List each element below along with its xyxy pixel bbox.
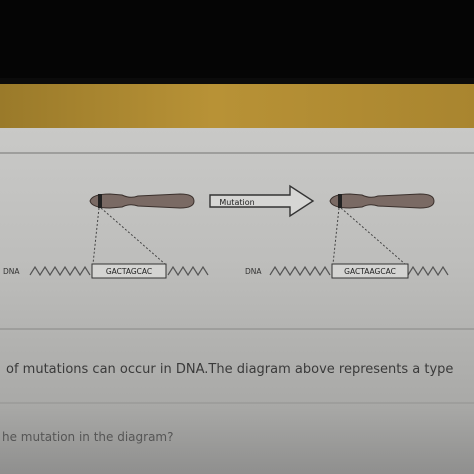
sequence-box-after xyxy=(331,263,409,279)
mutation-arrow xyxy=(209,184,315,218)
dna-helix-right xyxy=(269,265,449,277)
sequence-after: GACTAAGCAC xyxy=(344,267,396,276)
header-bar xyxy=(0,84,474,128)
divider-top xyxy=(0,152,474,154)
dna-helix-left xyxy=(29,265,209,277)
question-prompt: he mutation in the diagram? xyxy=(2,430,174,444)
divider-bottom xyxy=(0,402,474,404)
chromosome-before xyxy=(89,193,195,209)
sequence-box-before xyxy=(91,263,167,279)
dna-label-right: DNA xyxy=(245,267,262,276)
dna-label-left: DNA xyxy=(3,267,20,276)
content-panel xyxy=(0,128,474,474)
mutation-label: Mutation xyxy=(219,198,254,207)
divider-middle xyxy=(0,328,474,330)
zoom-lines xyxy=(92,207,406,265)
sequence-before: GACTAGCAC xyxy=(106,267,152,276)
chromosome-after xyxy=(329,193,435,209)
dark-background xyxy=(0,0,474,78)
question-text: of mutations can occur in DNA.The diagra… xyxy=(6,362,454,377)
